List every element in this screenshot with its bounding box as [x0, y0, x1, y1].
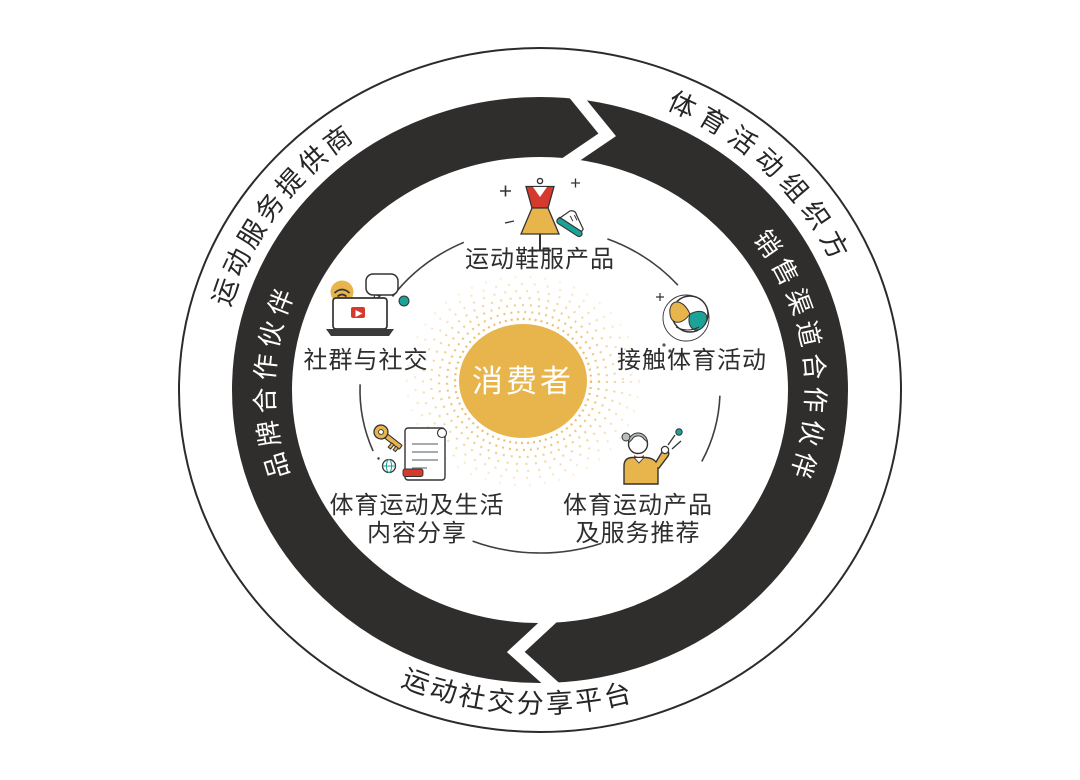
label-social: 社群与社交 [304, 347, 429, 374]
sparkle-icon [656, 293, 664, 301]
collar [632, 457, 646, 464]
outer-circle [178, 47, 902, 733]
label-activity: 接触体育活动 [617, 347, 767, 374]
consumer-label: 消费者 [472, 364, 574, 399]
small-bubble [398, 295, 410, 307]
inner-arc-5 [391, 241, 465, 297]
dark-ring [232, 97, 848, 683]
scroll-lines [412, 443, 438, 469]
sparkle-icon [500, 185, 511, 197]
inner-arc-3 [472, 540, 602, 554]
label-share-line1: 体育运动及生活 [330, 492, 505, 519]
sparkle-icon [504, 220, 515, 224]
volleyball-panel-yellow [669, 301, 691, 323]
whistle [675, 428, 683, 436]
hair-bun [621, 432, 631, 442]
bottom-chevron-arrow [506, 613, 561, 694]
guide-person-icon [621, 428, 683, 485]
inner-arc-2 [701, 395, 721, 462]
scroll-paper [404, 427, 446, 481]
label-apparel: 运动鞋服产品 [465, 246, 615, 273]
dress-sneaker-icon [500, 177, 584, 252]
dress-skirt [520, 207, 560, 235]
top-chevron-arrow [561, 88, 616, 169]
mannequin-stand [529, 234, 551, 252]
label-recommend-line2: 及服务推荐 [576, 520, 701, 547]
speech-bubble [365, 273, 399, 296]
volleyball-panel-teal [688, 310, 708, 331]
person-hair [627, 432, 649, 445]
key-scroll-icon [373, 424, 448, 481]
volleyball-icon [656, 293, 710, 353]
laptop-base [326, 329, 394, 336]
sparkle-icon [571, 178, 580, 188]
key [373, 424, 403, 453]
inner-arc-4 [359, 384, 374, 452]
person-torso [623, 449, 670, 485]
label-recommend-line1: 体育运动产品 [563, 492, 713, 519]
scroll-curl [436, 427, 448, 439]
hand [660, 445, 670, 455]
label-share-line2: 内容分享 [367, 520, 467, 547]
laptop-chat-icon [326, 273, 410, 336]
inner-arc-1 [607, 238, 679, 286]
center-dotted-halo [405, 275, 641, 487]
sneaker [556, 210, 584, 238]
dress-collar [533, 187, 547, 197]
consumer-circle [459, 324, 587, 438]
play-icon [355, 310, 363, 317]
wifi-icon [333, 288, 351, 294]
red-bar [402, 468, 424, 477]
